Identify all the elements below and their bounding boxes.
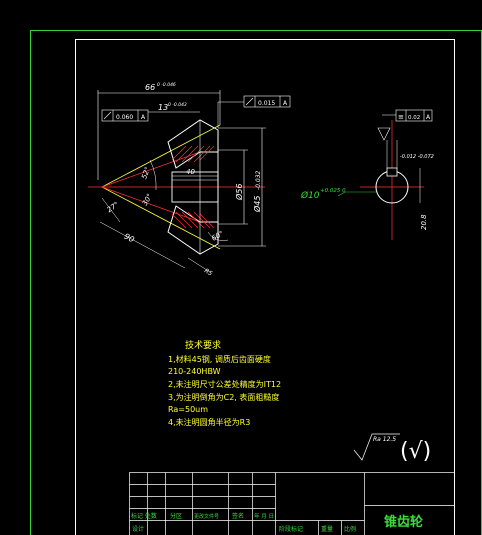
keyway-slot (386, 167, 398, 177)
title-block (129, 472, 455, 535)
dim-angle-27: 27° (106, 200, 121, 214)
svg-text:A: A (426, 114, 431, 121)
hatch-lower (171, 211, 215, 229)
key-height: 20.8 (420, 214, 428, 230)
dim-hub-len-tol: 0 -0.043 (168, 102, 187, 108)
roughness-label: Ra 12.5 (373, 436, 396, 443)
svg-text:A: A (283, 100, 288, 107)
bore-dia: Ø10 (300, 190, 320, 201)
req-heading: 技术要求 (185, 339, 221, 351)
dim-bore-len: 40 (186, 168, 195, 176)
cone-line-lower (101, 186, 221, 250)
tb-design: 设计 (132, 525, 144, 533)
tb-row1c: 更改文件号 (194, 513, 219, 520)
inner-frame (75, 39, 455, 535)
arc-27 (101, 197, 121, 223)
tb-ratio: 比例 (344, 525, 356, 533)
dim-angle-52: 52° (140, 166, 152, 180)
dim-d45: Ø45 (252, 196, 262, 213)
tb-weight: 重量 (321, 525, 333, 533)
tol-frame-sym: ≡ 0.02 A (395, 109, 433, 122)
roughness-mark-key (377, 127, 391, 141)
req-line-6: 4,未注明圆角半径为R3 (168, 417, 250, 427)
dim-90-line (99, 221, 186, 269)
dim-d45-tol: -0.032 (255, 170, 262, 190)
svg-text:A: A (141, 114, 146, 121)
tol-frame-flatness: 0.060 A (101, 109, 149, 122)
hatch-upper (171, 145, 215, 163)
gear-section-view: 66 0 -0.046 13 0 -0.043 40 Ø56 Ø45 -0.03… (88, 82, 291, 278)
leader-bore-2 (337, 191, 346, 197)
req-line-3: 2,未注明尺寸公差处精度为IT12 (168, 379, 281, 389)
svg-text:0.060: 0.060 (116, 114, 133, 121)
roughness-bracket: (√) (400, 439, 431, 464)
tol-frame-runout: 0.015 A (243, 95, 291, 108)
cone-line-mid-lower (101, 186, 201, 223)
cone-line-upper (101, 124, 221, 188)
dim-r5: R5 (203, 267, 214, 277)
key-width-tol: -0.012 -0.072 (400, 154, 434, 160)
tech-requirements: 技术要求 1,材料45钢, 调质后齿面硬度 210-240HBW 2,未注明尺寸… (168, 339, 281, 427)
dim-90: 90 (123, 232, 136, 245)
keyway-view: -0.012 -0.072 20.8 ≡ 0.02 A Ø10 +0.025 0 (300, 109, 434, 240)
tb-row1: 标记 处数 (131, 512, 157, 520)
dim-top-width-tol: 0 -0.046 (157, 82, 176, 88)
tb-row1d: 签名 (232, 512, 244, 520)
arc-60 (207, 231, 229, 241)
dim-d56: Ø56 (234, 184, 244, 201)
svg-text:0.015: 0.015 (258, 100, 275, 107)
bore-dia-tol: +0.025 0 (320, 188, 346, 194)
svg-text:0.02: 0.02 (408, 115, 420, 121)
roughness-symbol: Ra 12.5 (√) (353, 433, 431, 464)
cone-line-mid-upper (101, 151, 201, 188)
tb-row1e: 年 月 日 (254, 512, 274, 520)
tb-row1b: 分区 (170, 512, 182, 520)
tb-stage: 阶段标记 (279, 525, 303, 533)
req-line-2: 210-240HBW (168, 367, 221, 376)
req-line-1: 1,材料45钢, 调质后齿面硬度 (168, 354, 271, 364)
part-title: 锥齿轮 (384, 514, 423, 530)
svg-text:≡: ≡ (398, 113, 404, 121)
dim-top-width: 66 (145, 83, 155, 92)
req-line-4: 3,为注明倒角为C2, 表面粗糙度 (168, 392, 279, 402)
req-line-5: Ra=50um (168, 405, 208, 414)
dim-hub-len: 13 (158, 103, 168, 112)
leader-r5 (187, 257, 211, 273)
arc-52 (149, 159, 157, 191)
